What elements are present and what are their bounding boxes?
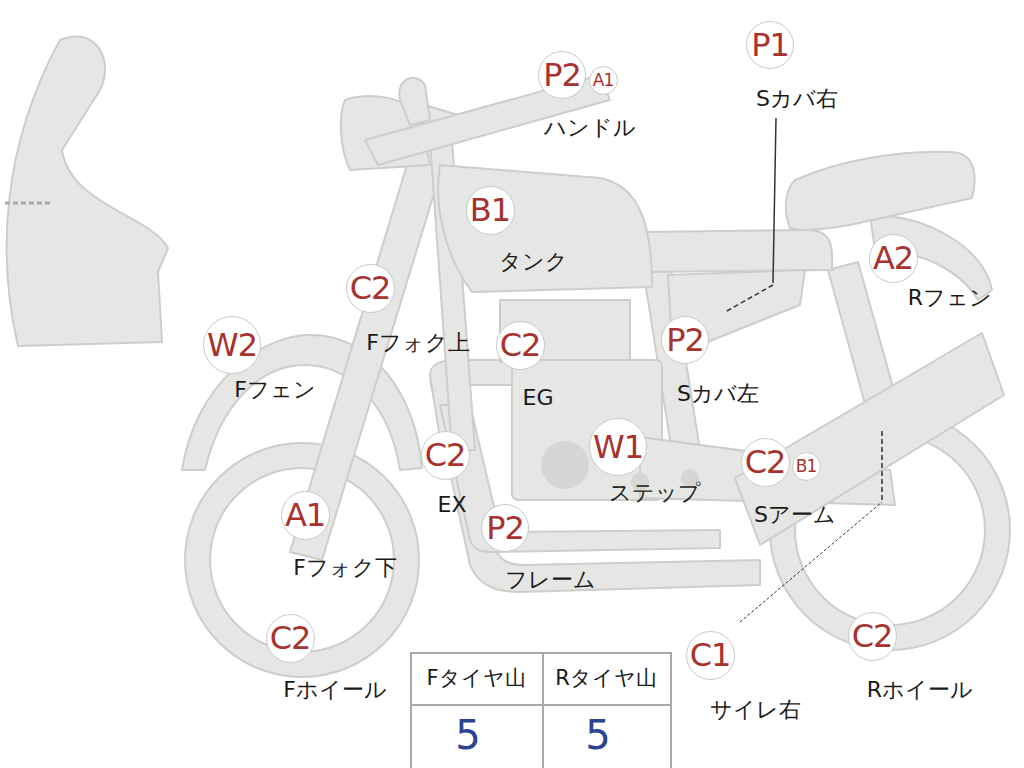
- callout-circle: C2: [346, 264, 395, 313]
- part-name: EX: [438, 493, 467, 517]
- callout-circle: B1: [466, 186, 515, 235]
- callout-code: A1: [285, 499, 325, 531]
- callout-code: W1: [593, 431, 643, 463]
- part-name: ハンドル: [544, 116, 636, 140]
- callout-circle: B1: [792, 452, 821, 481]
- callout-circle: C2: [266, 614, 315, 663]
- part-name: フレーム: [505, 568, 596, 592]
- callout-code: C2: [270, 622, 311, 654]
- table-rule: [542, 654, 544, 768]
- callout-circle: W2: [203, 316, 261, 374]
- callout-code: P2: [543, 59, 581, 91]
- table-cell: Rタイヤ山: [555, 667, 657, 690]
- part-name: Fホイール: [283, 678, 387, 702]
- callout-code: P1: [751, 29, 789, 61]
- part-name: Rホイール: [867, 678, 973, 702]
- callout-circle: C2: [421, 431, 470, 480]
- callout-circle: A1: [281, 491, 330, 540]
- table-cell: 5: [585, 713, 610, 757]
- part-name: サイレ右: [710, 698, 801, 722]
- callout-circle: C1: [686, 631, 735, 680]
- part-name: Rフェン: [908, 286, 992, 310]
- callout-circle: C2: [741, 438, 790, 487]
- callout-code: P2: [486, 512, 524, 544]
- callout-code: C2: [745, 446, 786, 478]
- part-name: Fフォク上: [366, 331, 470, 355]
- table-rule: [412, 704, 670, 706]
- callout-code: P2: [666, 324, 704, 356]
- callout-code: C2: [425, 439, 466, 471]
- table-cell: 5: [455, 713, 480, 757]
- part-name: Fフォク下: [293, 556, 397, 580]
- callout-code: C1: [690, 639, 731, 671]
- callout-code: A1: [593, 72, 613, 89]
- callout-code: B1: [470, 194, 510, 226]
- part-name: ステップ: [609, 481, 701, 505]
- callout-circle: C2: [848, 612, 897, 661]
- part-name: Sカバ右: [756, 87, 838, 111]
- callout-code: C2: [350, 272, 391, 304]
- callout-circle: W1: [589, 418, 647, 476]
- part-name: Sアーム: [754, 503, 836, 527]
- table-cell: Fタイヤ山: [426, 667, 525, 690]
- part-name: Sカバ左: [677, 382, 759, 406]
- callout-code: C2: [500, 329, 541, 361]
- callout-code: C2: [852, 620, 893, 652]
- callout-circle: A1: [589, 66, 618, 95]
- part-name: タンク: [499, 250, 568, 274]
- callout-circle: P2: [481, 504, 529, 552]
- callout-code: A2: [873, 242, 913, 274]
- callout-circle: P2: [661, 316, 709, 364]
- callout-circle: C2: [496, 321, 545, 370]
- part-name: Fフェン: [234, 378, 316, 402]
- callout-code: W2: [207, 329, 257, 361]
- part-name: EG: [523, 386, 554, 410]
- callout-circle: P2: [538, 51, 586, 99]
- callout-circle: P1: [746, 21, 794, 69]
- callout-circle: A2: [869, 234, 918, 283]
- callout-code: B1: [796, 458, 816, 475]
